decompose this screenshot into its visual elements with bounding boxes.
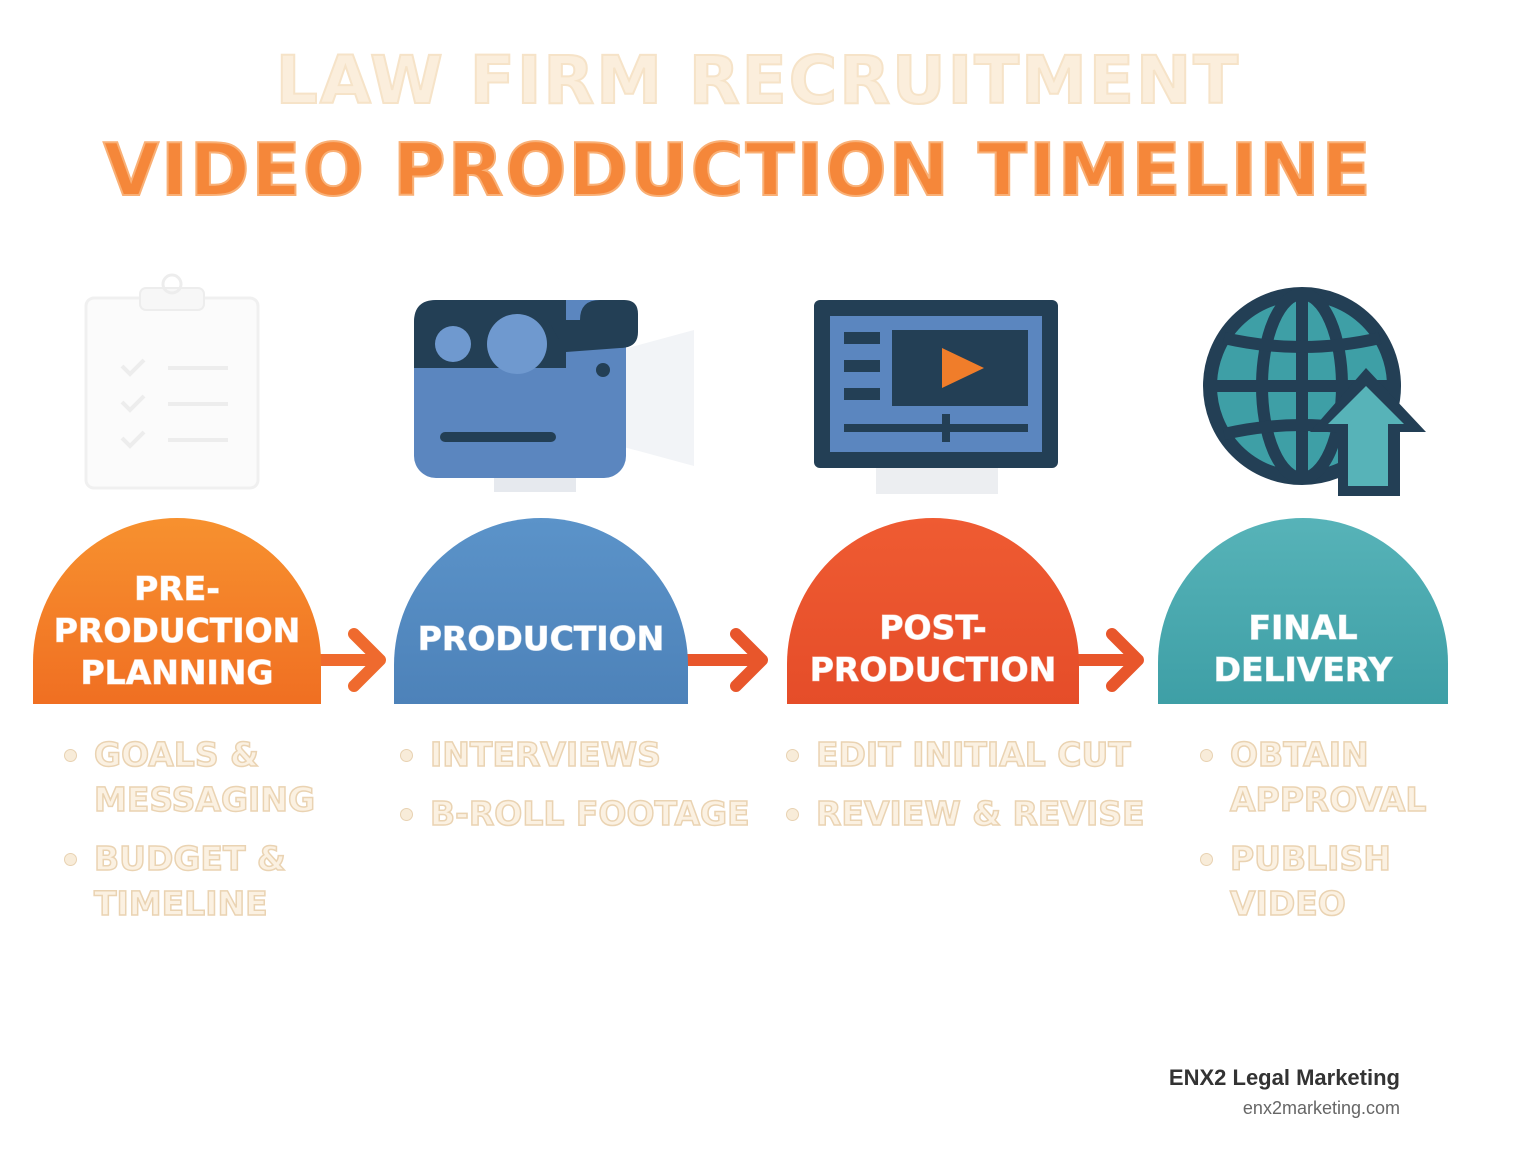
title-line-2: VIDEO PRODUCTION TIMELINE [102,127,1373,213]
stage-items-pre-production: GOALS & MESSAGING BUDGET & TIMELINE [62,732,352,940]
stage-items-production: INTERVIEWS B-ROLL FOOTAGE [398,732,768,850]
stage-items-post-production: EDIT INITIAL CUT REVIEW & REVISE [784,732,1154,850]
stage-label: POST- PRODUCTION [809,608,1057,690]
arrow-1-icon [316,628,386,692]
stage-items-final-delivery: OBTAIN APPROVAL PUBLISH VIDEO [1198,732,1488,940]
list-item: INTERVIEWS [398,732,768,777]
video-editor-monitor-icon [814,300,1058,494]
list-item: REVIEW & REVISE [784,791,1154,836]
list-item: OBTAIN APPROVAL [1198,732,1488,822]
video-camera-icon [414,300,694,492]
brand-url[interactable]: enx2marketing.com [1242,1098,1400,1118]
brand-name: ENX2 Legal Marketing [1168,1065,1400,1090]
stage-label: PRE- PRODUCTION PLANNING [53,569,301,693]
list-item: EDIT INITIAL CUT [784,732,1154,777]
list-item: GOALS & MESSAGING [62,732,352,822]
arrow-3-icon [1076,628,1144,692]
arrow-2-icon [686,628,768,692]
clipboard-checklist-icon [84,273,260,490]
list-item: PUBLISH VIDEO [1198,836,1488,926]
stage-label: PRODUCTION [417,619,665,659]
globe-upload-icon [1203,287,1426,496]
title-line-1: LAW FIRM RECRUITMENT [275,41,1241,120]
list-item: B-ROLL FOOTAGE [398,791,768,836]
stage-label: FINAL DELIVERY [1213,608,1393,690]
brand-block: ENX2 Legal Marketing enx2marketing.com [1169,1064,1400,1124]
list-item: BUDGET & TIMELINE [62,836,352,926]
